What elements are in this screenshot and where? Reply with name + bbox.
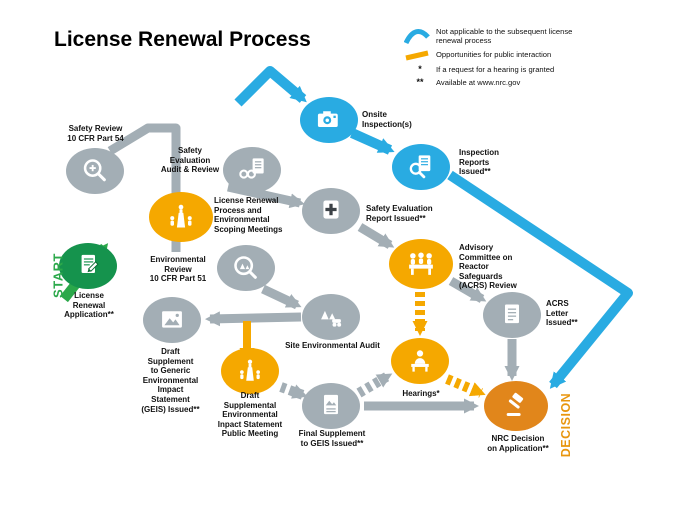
photo-document-icon bbox=[324, 394, 338, 415]
magnifier-document-icon bbox=[409, 155, 431, 179]
legend-blue-curve-icon bbox=[404, 26, 436, 46]
glasses-document-icon bbox=[239, 158, 264, 179]
node-draft-geis bbox=[143, 297, 201, 343]
label-onsite-inspection: Onsite Inspection(s) bbox=[362, 110, 412, 129]
legend-label: Not applicable to the subsequent license… bbox=[436, 27, 573, 46]
plus-document-icon bbox=[323, 200, 339, 219]
legend-item-hearing-note: * If a request for a hearing is granted bbox=[404, 64, 668, 74]
label-final-geis: Final Supplement to GEIS Issued** bbox=[298, 429, 366, 448]
node-environmental-review bbox=[217, 245, 275, 291]
node-draft-seis-meeting bbox=[221, 348, 279, 394]
magnifier-plus-icon bbox=[83, 159, 106, 182]
label-environmental-review: Environmental Review 10 CFR Part 51 bbox=[149, 255, 207, 284]
label-acrs-review: Advisory Committee on Reactor Safeguards… bbox=[459, 243, 517, 291]
legend-label: Opportunities for public interaction bbox=[436, 50, 552, 59]
label-safety-eval-audit: Safety Evaluation Audit & Review bbox=[160, 146, 220, 175]
node-acrs-review bbox=[389, 239, 453, 289]
connector-hearings-to-decision bbox=[445, 374, 486, 398]
asterisk-marker: * bbox=[418, 64, 422, 74]
legend-label: Available at www.nrc.gov bbox=[436, 78, 521, 88]
podium-meeting-icon bbox=[240, 359, 260, 381]
connector-site-audit-to-draft-geis bbox=[205, 311, 302, 327]
start-label: START bbox=[50, 253, 66, 298]
legend-item-available-note: ** Available at www.nrc.gov bbox=[404, 77, 668, 87]
label-safety-review: Safety Review 10 CFR Part 54 bbox=[67, 124, 124, 143]
node-safety-eval-report bbox=[302, 188, 360, 234]
legend-label: If a request for a hearing is granted bbox=[436, 65, 555, 74]
label-draft-geis: Draft Supplement to Generic Environmenta… bbox=[141, 347, 200, 414]
connector-safety-review-trunk bbox=[107, 123, 181, 200]
magnifier-trees-icon bbox=[234, 256, 257, 279]
double-asterisk-marker: ** bbox=[416, 77, 424, 88]
node-nrc-decision bbox=[484, 381, 548, 431]
page-title: License Renewal Process bbox=[54, 28, 311, 51]
connector-blue-to-onsite bbox=[234, 66, 307, 107]
legend-item-not-applicable: Not applicable to the subsequent license… bbox=[404, 26, 668, 46]
node-hearings bbox=[391, 338, 449, 384]
node-inspection-reports bbox=[392, 144, 450, 190]
node-safety-eval-audit bbox=[223, 147, 281, 193]
application-pencil-icon bbox=[81, 254, 99, 273]
node-scoping-meetings bbox=[149, 192, 213, 242]
node-safety-review bbox=[66, 148, 124, 194]
connector-acrs-to-letter bbox=[448, 277, 487, 303]
decision-label: DECISION bbox=[559, 392, 573, 458]
label-acrs-letter: ACRS Letter Issued** bbox=[546, 299, 578, 328]
label-site-environmental-audit: Site Environmental Audit bbox=[285, 341, 380, 350]
connector-reports-to-decision bbox=[447, 170, 633, 389]
label-nrc-decision: NRC Decision on Application** bbox=[487, 434, 549, 453]
podium-meeting-icon bbox=[170, 204, 192, 228]
legend: Not applicable to the subsequent license… bbox=[404, 26, 668, 91]
camera-icon bbox=[317, 111, 338, 127]
connector-env-review-to-site-audit bbox=[261, 284, 302, 310]
label-safety-eval-report: Safety Evaluation Report Issued** bbox=[366, 204, 433, 223]
photo-mountains-icon bbox=[162, 311, 182, 328]
connector-public-meeting-to-final-geis bbox=[279, 382, 308, 400]
label-scoping-meetings: License Renewal Process and Environmenta… bbox=[214, 196, 283, 234]
trees-vehicle-icon bbox=[321, 310, 342, 327]
connector-report-to-acrs bbox=[357, 223, 395, 249]
label-hearings: Hearings* bbox=[402, 389, 440, 398]
node-final-geis bbox=[302, 383, 360, 429]
label-inspection-reports: Inspection Reports Issued** bbox=[459, 148, 500, 177]
letter-document-icon bbox=[505, 304, 519, 324]
connector-final-geis-to-hearings bbox=[356, 371, 393, 398]
node-acrs-letter bbox=[483, 292, 541, 338]
gavel-icon bbox=[506, 392, 524, 417]
node-site-environmental-audit bbox=[302, 294, 360, 340]
node-license-application bbox=[59, 243, 117, 289]
connector-onsite-to-reports bbox=[349, 128, 395, 155]
legend-yellow-line-icon bbox=[404, 49, 436, 61]
label-draft-seis-meeting: Draft Supplemental Environmental Inpact … bbox=[217, 391, 283, 439]
committee-panel-icon bbox=[409, 252, 433, 275]
node-onsite-inspection bbox=[300, 97, 358, 143]
legend-item-public-interaction: Opportunities for public interaction bbox=[404, 49, 668, 61]
hearing-person-icon bbox=[411, 350, 429, 372]
label-license-application: License Renewal Application** bbox=[64, 291, 114, 320]
